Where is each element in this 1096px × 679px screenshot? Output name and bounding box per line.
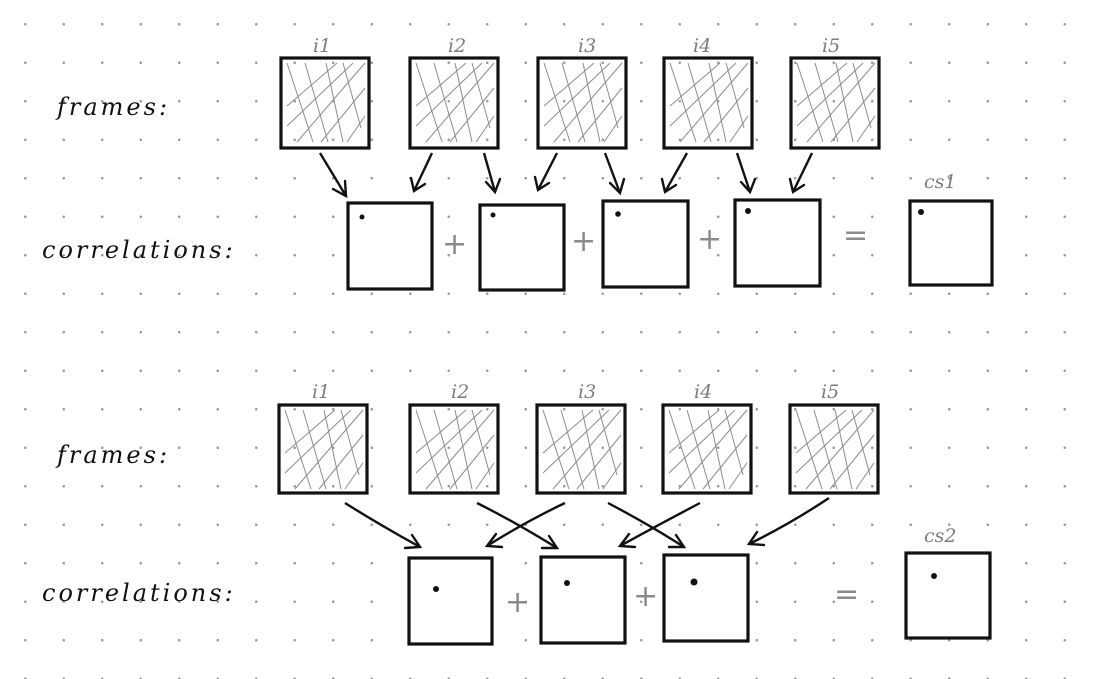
equals-operator: = — [834, 577, 859, 612]
correlation-sum-box: cs2 — [904, 525, 992, 640]
arrow — [607, 501, 687, 549]
frame-index-label: i1 — [313, 35, 331, 57]
arrow — [344, 501, 423, 550]
correlation-box — [539, 555, 627, 645]
correlation-box — [407, 556, 494, 646]
arrow — [409, 152, 434, 193]
cs-label: cs2 — [924, 525, 956, 547]
frame-index-label: i2 — [451, 381, 469, 403]
plus-operator: + — [505, 585, 530, 620]
arrow — [746, 497, 830, 547]
frame-i3: i3 — [536, 35, 628, 150]
correlation-box — [478, 203, 566, 292]
correlations-label: correlations: — [42, 579, 236, 607]
frame-i4: i4 — [661, 381, 753, 495]
arrow — [660, 152, 689, 194]
arrow — [603, 152, 626, 196]
frame-i2: i2 — [408, 381, 500, 495]
frame-i5: i5 — [788, 381, 880, 495]
plus-operator: + — [633, 579, 658, 614]
plus-operator: + — [697, 222, 722, 257]
arrow — [484, 501, 566, 549]
arrow — [788, 152, 814, 194]
frame-i4: i4 — [662, 35, 754, 150]
plus-operator: + — [442, 227, 467, 262]
frame-index-label: i3 — [578, 381, 596, 403]
arrow — [533, 152, 559, 192]
cs-label: cs1 — [924, 171, 956, 193]
arrow — [617, 501, 701, 549]
frames-label: frames: — [55, 93, 170, 121]
arrow — [735, 152, 757, 195]
frame-index-label: i3 — [578, 35, 596, 57]
correlation-box — [733, 198, 822, 288]
frame-i2: i2 — [408, 35, 500, 150]
arrow — [476, 501, 560, 550]
frame-i1: i1 — [277, 381, 369, 495]
equals-operator: = — [843, 218, 868, 253]
correlation-box — [601, 199, 690, 289]
correlation-box — [346, 201, 434, 291]
frames-label: frames: — [55, 441, 170, 469]
plus-operator: + — [571, 224, 596, 259]
correlation-sum-box: cs1 — [908, 171, 994, 287]
correlation-box — [662, 553, 750, 643]
panel-2: frames: correlations: i1 i2 i3 i4 i5 — [42, 381, 992, 646]
correlations-label: correlations: — [42, 236, 236, 264]
frame-index-label: i5 — [822, 35, 840, 57]
frame-i3: i3 — [535, 381, 627, 495]
panel-1: frames: correlations: i1 i2 i3 i4 i5 — [42, 35, 994, 292]
frame-i5: i5 — [789, 35, 881, 150]
frame-index-label: i4 — [694, 381, 712, 403]
frame-i1: i1 — [279, 35, 371, 150]
arrow — [482, 152, 502, 195]
arrow — [318, 152, 348, 199]
frame-index-label: i5 — [821, 381, 839, 403]
frame-index-label: i2 — [448, 35, 466, 57]
frame-index-label: i4 — [693, 35, 711, 57]
frame-index-label: i1 — [312, 381, 330, 403]
